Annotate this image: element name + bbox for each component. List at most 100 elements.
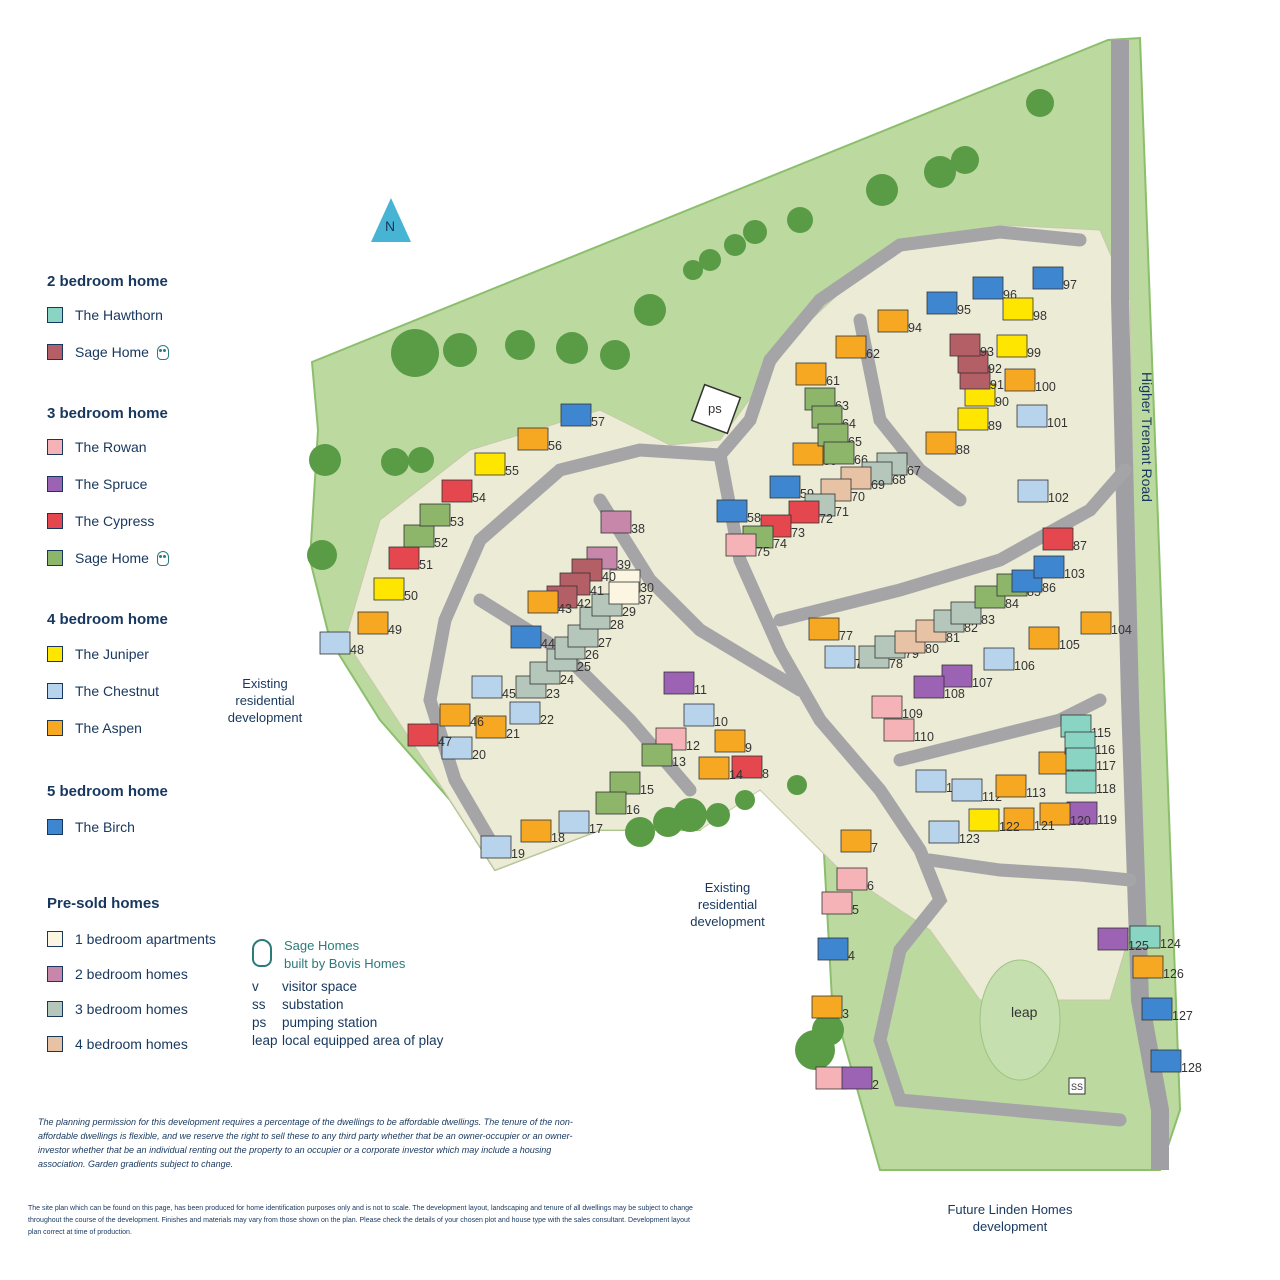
plot-number: 18 bbox=[551, 831, 565, 845]
plot-89: 89 bbox=[957, 407, 1002, 433]
plot-number: 61 bbox=[826, 374, 840, 388]
plot-house bbox=[915, 769, 947, 793]
plot-19: 19 bbox=[480, 835, 525, 861]
plot-house bbox=[769, 475, 801, 499]
plot-62: 62 bbox=[835, 335, 880, 361]
plot-house bbox=[600, 510, 632, 534]
plot-number: 30 bbox=[640, 581, 654, 595]
plot-90: 90 bbox=[964, 383, 1009, 409]
plot-37: 37 bbox=[608, 581, 653, 607]
abbr-key: v bbox=[252, 979, 259, 994]
plot-number: 80 bbox=[925, 642, 939, 656]
legend-label: The Spruce bbox=[75, 476, 148, 492]
plot-number: 8 bbox=[762, 767, 769, 781]
plot-house bbox=[609, 771, 641, 795]
plot-house bbox=[474, 452, 506, 476]
sage-homes-line1: Sage Homes bbox=[284, 938, 360, 953]
plot-98: 98 bbox=[1002, 297, 1047, 323]
plot-number: 37 bbox=[639, 593, 653, 607]
plot-number: 126 bbox=[1163, 967, 1184, 981]
plot-6: 6 bbox=[836, 867, 874, 893]
plot-house bbox=[698, 756, 730, 780]
plot-105: 105 bbox=[1028, 626, 1080, 652]
plot-number: 41 bbox=[590, 584, 604, 598]
plot-8: 8 bbox=[731, 755, 769, 781]
plot-125: 125 bbox=[1097, 927, 1149, 953]
plot-house bbox=[1017, 479, 1049, 503]
plot-5: 5 bbox=[821, 891, 859, 917]
plot-number: 16 bbox=[626, 803, 640, 817]
plot-number: 118 bbox=[1096, 782, 1116, 796]
plot-house bbox=[1129, 925, 1161, 949]
plot-house bbox=[510, 625, 542, 649]
plot-number: 20 bbox=[472, 748, 486, 762]
plot-number: 110 bbox=[914, 730, 934, 744]
plot-house bbox=[1032, 266, 1064, 290]
plot-number: 14 bbox=[729, 768, 743, 782]
plot-number: 7 bbox=[871, 841, 878, 855]
swatch-chestnut bbox=[47, 683, 63, 699]
plot-number: 21 bbox=[506, 727, 520, 741]
plot-number: 55 bbox=[505, 464, 519, 478]
legend-label: 4 bedroom homes bbox=[75, 1036, 188, 1052]
plot-number: 116 bbox=[1095, 743, 1115, 757]
plot-54: 54 bbox=[441, 479, 486, 505]
legend-label: The Aspen bbox=[75, 720, 142, 736]
plot-4: 4 bbox=[817, 937, 855, 963]
plot-60: 60 bbox=[792, 442, 837, 468]
plot-house bbox=[714, 729, 746, 753]
plot-house bbox=[716, 499, 748, 523]
plot-house bbox=[928, 820, 960, 844]
plot-house bbox=[1097, 927, 1129, 951]
plot-75: 75 bbox=[725, 533, 770, 559]
plot-number: 52 bbox=[434, 536, 448, 550]
plot-house bbox=[808, 617, 840, 641]
plot-number: 115 bbox=[1091, 726, 1111, 740]
legend-item-sage-home-2: Sage Home bbox=[47, 343, 169, 361]
plot-119: 119 bbox=[1066, 801, 1117, 827]
plot-number: 113 bbox=[1026, 786, 1046, 800]
plot-house bbox=[1042, 527, 1074, 551]
plot-number: 100 bbox=[1035, 380, 1056, 394]
legend-item-juniper: The Juniper bbox=[47, 645, 149, 663]
plot-house bbox=[439, 703, 471, 727]
owl-icon bbox=[156, 344, 169, 360]
plot-house bbox=[683, 703, 715, 727]
plot-number: 68 bbox=[892, 473, 906, 487]
abbr-text: local equipped area of play bbox=[282, 1033, 444, 1048]
plot-house bbox=[840, 829, 872, 853]
plot-house bbox=[941, 664, 973, 688]
plot-number: 38 bbox=[631, 522, 645, 536]
plot-number: 54 bbox=[472, 491, 486, 505]
plot-number: 24 bbox=[560, 673, 574, 687]
plot-27: 27 bbox=[567, 624, 612, 650]
legend-item-birch: The Birch bbox=[47, 818, 135, 836]
swatch-presold-3bed bbox=[47, 1001, 63, 1017]
plot-house bbox=[1080, 611, 1112, 635]
plot-127: 127 bbox=[1141, 997, 1193, 1023]
plot-house bbox=[441, 736, 473, 760]
plot-number: 106 bbox=[1014, 659, 1035, 673]
plot-number: 9 bbox=[745, 741, 752, 755]
plot-50: 50 bbox=[373, 577, 418, 603]
plot-house bbox=[972, 276, 1004, 300]
internal-roads bbox=[423, 225, 1137, 1127]
plot-number: 121 bbox=[1034, 819, 1055, 833]
plot-47: 47 bbox=[407, 723, 452, 749]
plot-93: 93 bbox=[949, 333, 994, 359]
plot-109: 109 bbox=[871, 695, 923, 721]
pumping-station bbox=[690, 383, 742, 435]
legend-label: The Chestnut bbox=[75, 683, 160, 699]
plot-17: 17 bbox=[558, 810, 603, 836]
swatch-hawthorn bbox=[47, 307, 63, 323]
plot-57: 57 bbox=[560, 403, 605, 429]
plot-number: 50 bbox=[404, 589, 418, 603]
plot-number: 77 bbox=[839, 629, 853, 643]
swatch-sage-home-3 bbox=[47, 550, 63, 566]
plot-house bbox=[663, 671, 695, 695]
plot-number: 93 bbox=[980, 345, 994, 359]
plot-number: 109 bbox=[902, 707, 923, 721]
swatch-aspen bbox=[47, 720, 63, 736]
plot-10: 10 bbox=[683, 703, 728, 729]
plot-number: 51 bbox=[419, 558, 433, 572]
